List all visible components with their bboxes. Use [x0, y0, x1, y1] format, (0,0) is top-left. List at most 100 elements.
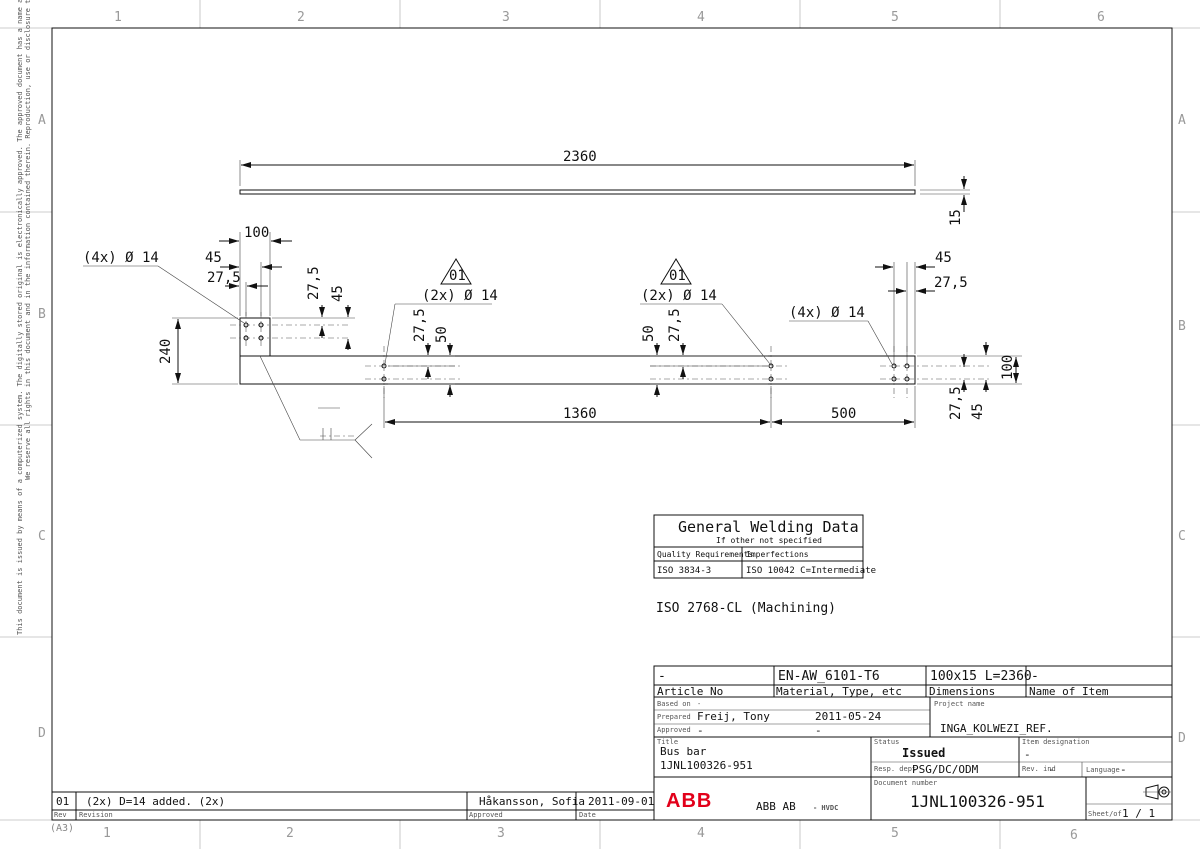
tb-company-dept: - HVDC: [813, 804, 838, 812]
tolerance-note: ISO 2768-CL (Machining): [656, 601, 836, 616]
tb-document-number-value: 1JNL100326-951: [910, 792, 1045, 811]
hole-group-mid-b: [768, 363, 774, 382]
dim-vert-45-right: 45: [970, 403, 986, 420]
tb-material-value: EN-AW_6101-T6: [778, 669, 880, 684]
dim-vert-275-right: 27,5: [948, 386, 964, 420]
rev-marker-a-label: 01: [449, 268, 466, 284]
tb-prepared-value: Freij, Tony: [697, 710, 770, 723]
rev-number: 01: [56, 795, 69, 808]
projection-symbol-icon: [1143, 784, 1171, 800]
dim-vert-50-mid-a: 50: [434, 326, 450, 343]
tb-prepared-date: 2011-05-24: [815, 710, 882, 723]
zone-row-b-right: B: [1178, 319, 1186, 334]
tb-sheet-label: Sheet/of: [1088, 810, 1122, 818]
tb-rev-ind-value: -: [1048, 763, 1055, 776]
tb-item-designation-value: -: [1024, 748, 1031, 761]
dim-span-1360: 1360: [563, 406, 597, 422]
tb-status-label: Status: [874, 738, 899, 746]
rev-marker-a: 01: [440, 258, 472, 285]
dim-height-240: 240: [158, 339, 174, 364]
tb-title-line1: Bus bar: [660, 745, 707, 758]
tb-status-value: Issued: [902, 746, 945, 760]
zone-row-c-right: C: [1178, 529, 1186, 544]
rev-marker-b: 01: [660, 258, 692, 285]
hole-group-left: [243, 322, 264, 341]
tb-approved-date: -: [815, 724, 822, 737]
welding-title: General Welding Data: [678, 518, 859, 536]
weld-symbol: [259, 355, 373, 459]
note-holes-2x-a: (2x) Ø 14: [422, 288, 498, 304]
dim-length: 2360: [563, 149, 597, 165]
revision-block: 01 (2x) D=14 added. (2x) Håkansson, Sofi…: [50, 791, 654, 834]
dim-thickness: 15: [948, 209, 964, 226]
tb-company-name: ABB AB: [756, 800, 796, 813]
rev-description: (2x) D=14 added. (2x): [86, 795, 225, 808]
zone-col-2-bottom: 2: [286, 826, 294, 841]
tb-prepared-label: Prepared: [657, 713, 691, 721]
tb-sheet-value: 1 / 1: [1122, 807, 1155, 820]
tb-based-on-label: Based on: [657, 700, 691, 708]
zone-col-4: 4: [697, 10, 705, 25]
paper-format: (A3): [50, 823, 74, 834]
zone-col-1-bottom: 1: [103, 826, 111, 841]
zone-row-d-right: D: [1178, 731, 1186, 746]
dim-offset-275-right: 27,5: [934, 275, 968, 291]
rev-approved-by: Håkansson, Sofia: [479, 795, 585, 808]
tb-resp-dept-value: PSG/DC/ODM: [912, 763, 979, 776]
welding-data-table: General Welding Data If other not specif…: [653, 514, 876, 579]
tb-based-on-value: -: [697, 700, 701, 708]
rev-label: Rev: [54, 811, 67, 819]
welding-col2-value: ISO 10042 C=Intermediate: [746, 566, 876, 576]
tb-project-name-label: Project name: [934, 700, 985, 708]
tb-name-of-item-label: Name of Item: [1029, 685, 1109, 698]
zone-col-1: 1: [114, 10, 122, 25]
zone-row-a: A: [38, 113, 46, 128]
tb-dimensions-label: Dimensions: [929, 685, 995, 698]
tb-project-name-value: INGA_KOLWEZI_REF.: [940, 722, 1053, 735]
zone-col-4-bottom: 4: [697, 826, 705, 841]
dim-width-top: 100: [244, 225, 269, 241]
tb-dimensions-value: 100x15 L=2360: [930, 669, 1032, 684]
hole-group-mid-a: [381, 363, 387, 382]
dim-vert-275-left: 27,5: [306, 266, 322, 300]
tb-title-line2: 1JNL100326-951: [660, 759, 753, 772]
tb-resp-dept-label: Resp. dept: [874, 765, 916, 773]
zone-row-d: D: [38, 726, 46, 741]
rev-date-label: Date: [579, 811, 596, 819]
rev-marker-b-label: 01: [669, 268, 686, 284]
tb-item-designation-label: Item designation: [1022, 738, 1089, 746]
drawing-border: [51, 27, 1173, 821]
zone-labels: 1 2 3 4 5 6 1 2 3 4 5 6 A B C D A B C D: [38, 10, 1186, 843]
dim-vert-275-mid-b: 27,5: [667, 308, 683, 342]
dim-span-500: 500: [831, 406, 856, 422]
bar-front-view: 100 45 27,5 27,5 45 240 (4x) Ø 14: [83, 225, 1022, 459]
dim-offset-45-left: 45: [205, 250, 222, 266]
hole-group-right: [891, 363, 910, 382]
dim-vert-50-mid-b: 50: [641, 325, 657, 342]
rev-revision-label: Revision: [79, 811, 113, 819]
welding-subtitle: If other not specified: [716, 536, 822, 545]
rev-date: 2011-09-01: [588, 795, 654, 808]
tb-name-of-item-value: -: [1031, 669, 1039, 684]
zone-col-6: 6: [1097, 10, 1105, 25]
zone-col-2: 2: [297, 10, 305, 25]
welding-col2-header: Imperfections: [746, 550, 809, 559]
welding-col1-value: ISO 3834-3: [657, 566, 711, 576]
note-holes-2x-b: (2x) Ø 14: [641, 288, 717, 304]
tb-language-value: -: [1120, 763, 1127, 776]
tb-article-no-value: -: [658, 669, 666, 684]
dim-offset-275-left: 27,5: [207, 270, 241, 286]
tb-material-label: Material, Type, etc: [776, 685, 902, 698]
zone-row-c: C: [38, 529, 46, 544]
tb-title-label: Title: [657, 738, 678, 746]
tb-language-label: Language: [1086, 766, 1120, 774]
welding-col1-header: Quality Requirements: [657, 550, 754, 559]
tb-article-no-label: Article No: [657, 685, 723, 698]
note-holes-4x-right: (4x) Ø 14: [789, 305, 865, 321]
tb-approved-label: Approved: [657, 726, 691, 734]
tb-document-number-label: Document number: [874, 779, 937, 787]
side-note-signature: This document is issued by means of a co…: [16, 0, 24, 635]
zone-row-b: B: [38, 307, 46, 322]
zone-col-3: 3: [502, 10, 510, 25]
